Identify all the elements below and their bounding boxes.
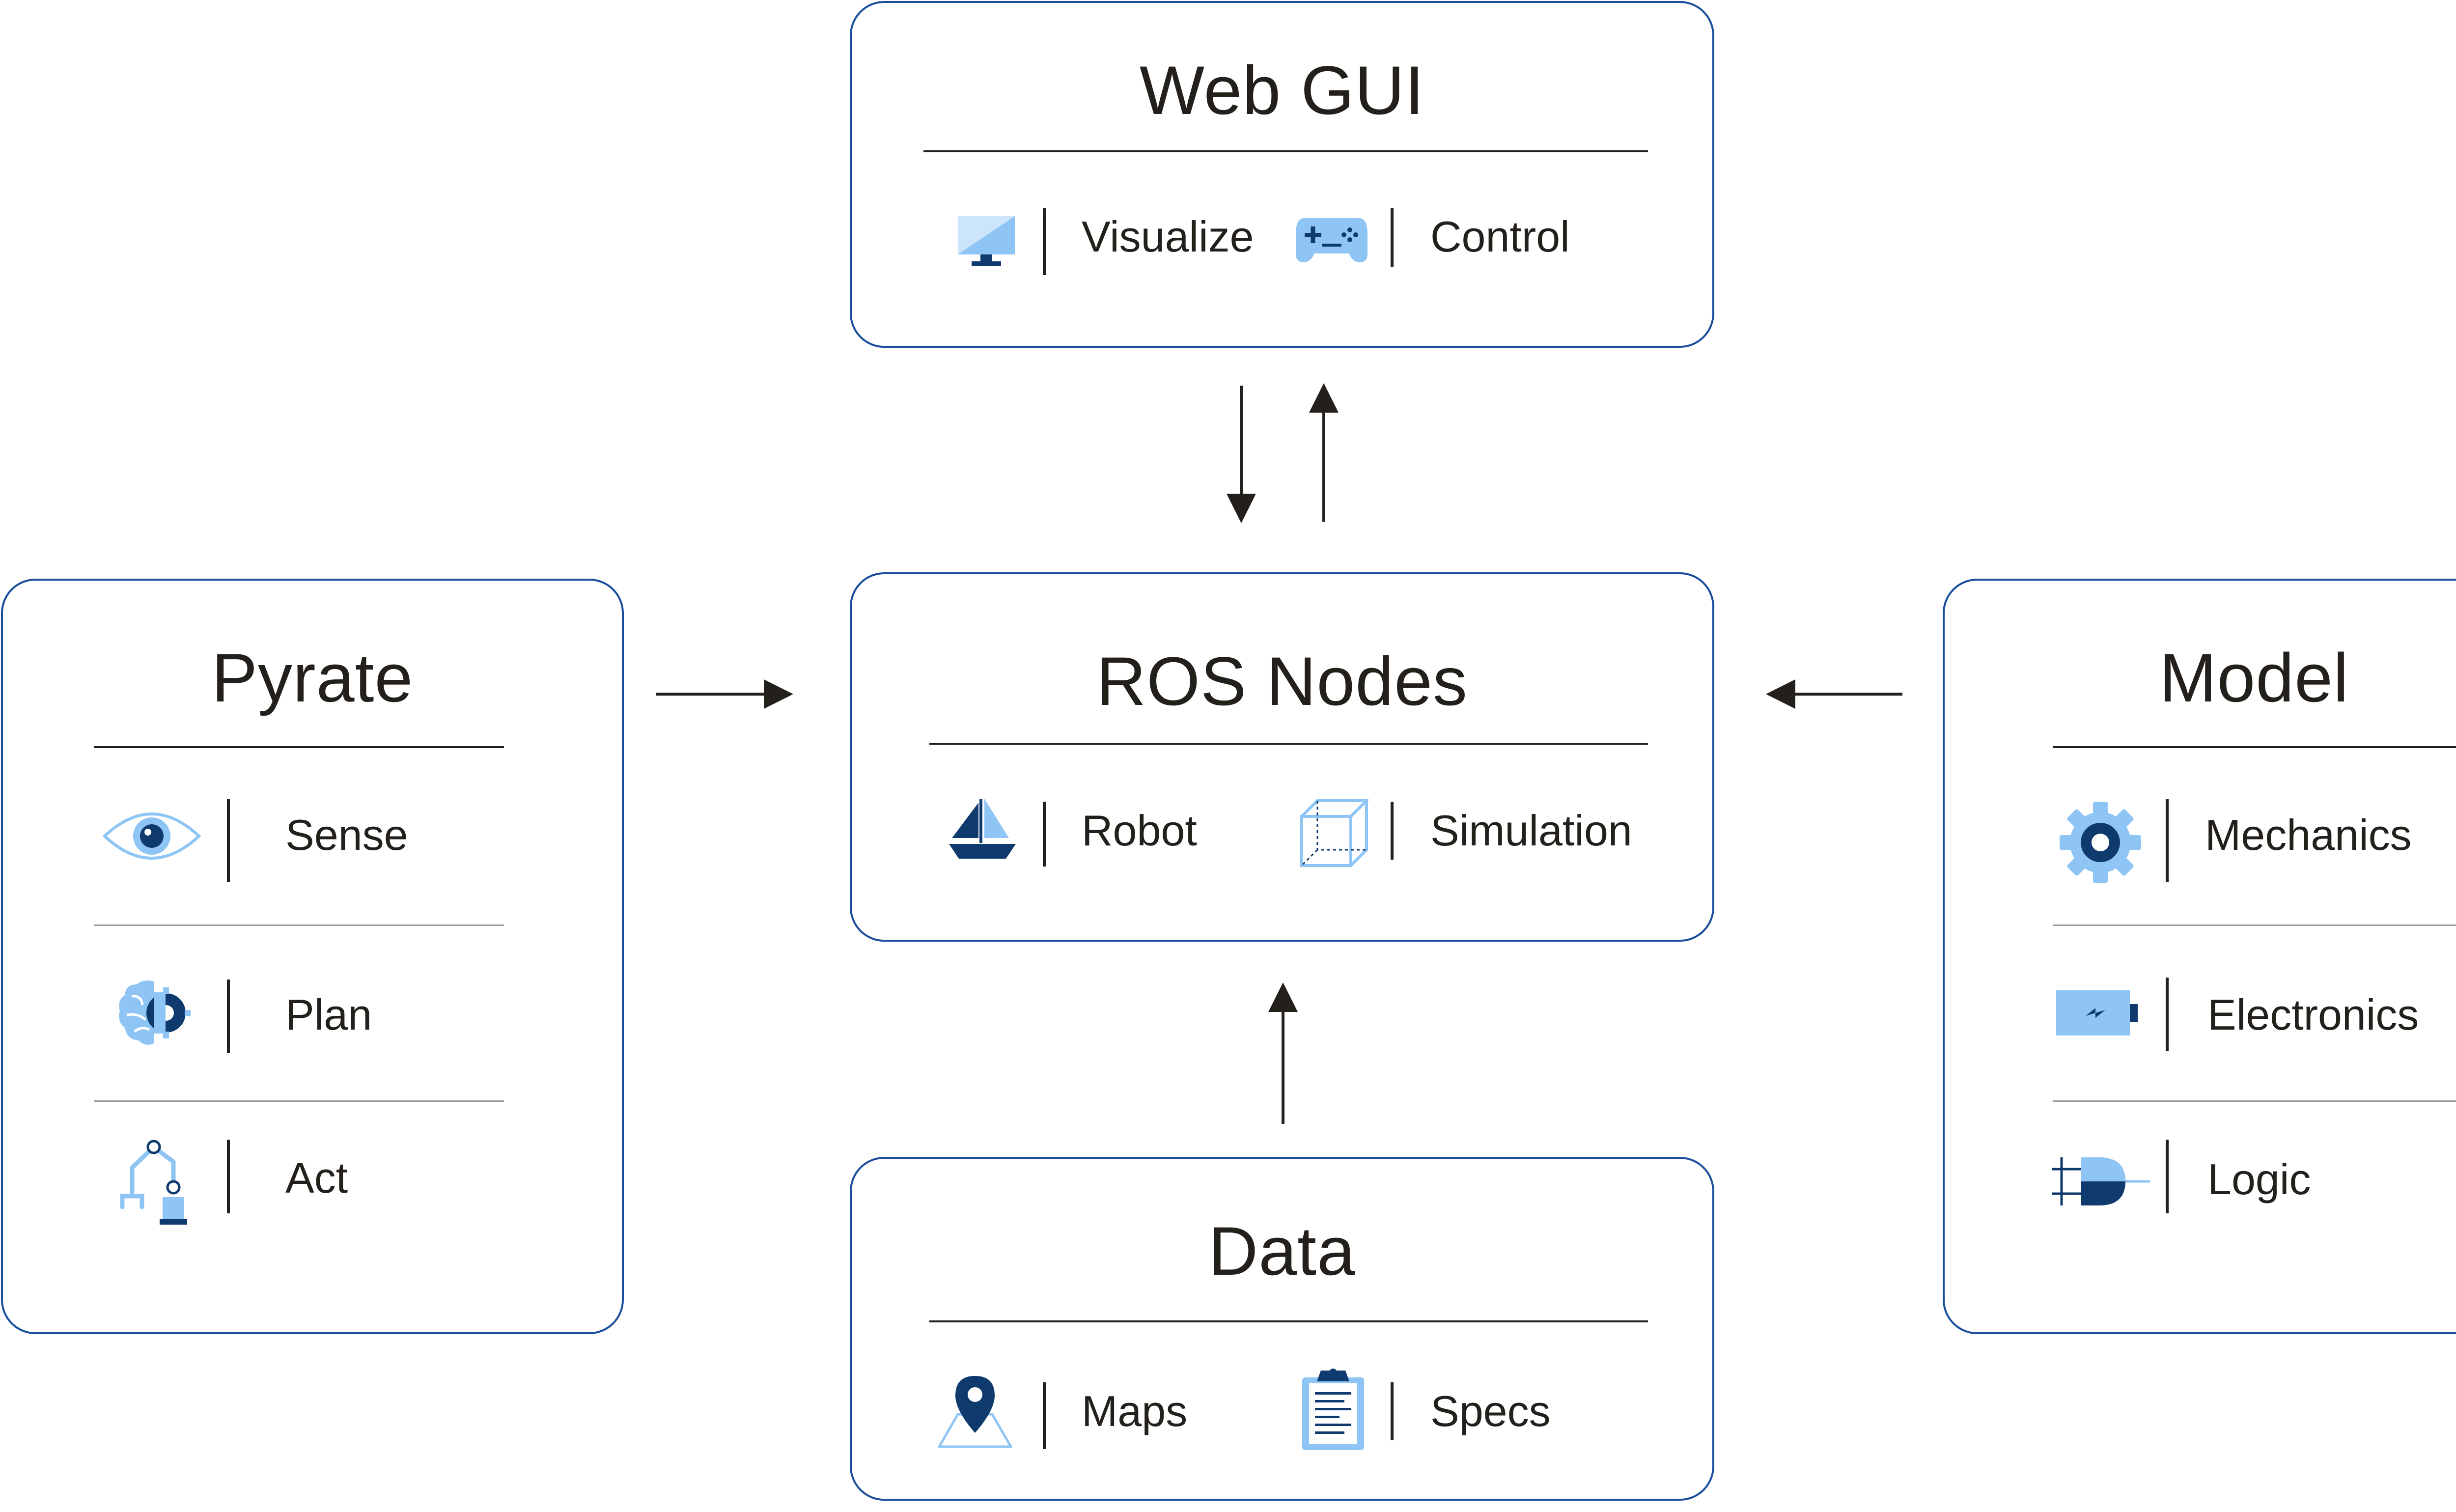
arrowhead-left bbox=[1766, 679, 1795, 709]
divider bbox=[2053, 1100, 2456, 1102]
divider bbox=[929, 743, 1648, 745]
divider bbox=[94, 924, 504, 926]
sailboat-icon bbox=[949, 799, 1016, 859]
logic-label: Logic bbox=[2207, 1155, 2311, 1204]
eye-icon bbox=[103, 812, 201, 860]
gear-icon bbox=[2060, 802, 2141, 883]
act-label: Act bbox=[285, 1153, 348, 1202]
and-gate-icon bbox=[2052, 1157, 2150, 1205]
maps-label: Maps bbox=[1082, 1387, 1188, 1435]
arrowhead-down bbox=[1227, 494, 1256, 523]
brain-gear-icon bbox=[119, 980, 191, 1045]
sense-label: Sense bbox=[285, 811, 408, 859]
separator bbox=[1391, 1382, 1394, 1440]
ros-nodes-title: ROS Nodes bbox=[1096, 643, 1468, 720]
model-title: Model bbox=[2159, 639, 2349, 716]
separator bbox=[1043, 1382, 1046, 1449]
divider bbox=[94, 746, 504, 748]
map-pin-icon bbox=[938, 1376, 1012, 1448]
robot-label: Robot bbox=[1082, 806, 1197, 855]
arrowhead-up-data bbox=[1268, 982, 1298, 1012]
separator bbox=[1391, 208, 1394, 267]
plan-label: Plan bbox=[285, 990, 372, 1039]
specs-label: Specs bbox=[1430, 1387, 1551, 1435]
ros-nodes-box: ROS Nodes Robot Simulation bbox=[850, 572, 1714, 942]
web-gui-title: Web GUI bbox=[1139, 52, 1425, 129]
separator bbox=[1391, 802, 1394, 860]
mechanics-label: Mechanics bbox=[2205, 811, 2412, 859]
monitor-icon bbox=[958, 216, 1015, 266]
battery-icon bbox=[2056, 990, 2138, 1036]
data-box: Data Maps Specs bbox=[850, 1157, 1714, 1501]
separator bbox=[2166, 1140, 2169, 1213]
divider bbox=[923, 150, 1648, 152]
arrowhead-up bbox=[1309, 383, 1339, 413]
separator bbox=[227, 1140, 230, 1213]
clipboard-icon bbox=[1302, 1369, 1364, 1450]
web-gui-box: Web GUI Visualize Control bbox=[850, 1, 1714, 348]
separator bbox=[227, 980, 230, 1053]
robot-arm-icon bbox=[120, 1140, 187, 1225]
separator bbox=[227, 799, 230, 882]
pyrate-title: Pyrate bbox=[211, 639, 414, 716]
arrowhead-right bbox=[764, 679, 793, 709]
electronics-label: Electronics bbox=[2207, 990, 2419, 1039]
gamepad-icon bbox=[1296, 218, 1368, 262]
cube-icon bbox=[1300, 799, 1368, 867]
separator bbox=[2166, 799, 2169, 882]
separator bbox=[1043, 208, 1046, 275]
visualize-label: Visualize bbox=[1082, 212, 1254, 261]
pyrate-box: Pyrate Sense Plan bbox=[1, 579, 624, 1334]
divider bbox=[94, 1100, 504, 1102]
data-title: Data bbox=[1208, 1212, 1356, 1289]
separator bbox=[2166, 978, 2169, 1051]
divider bbox=[2053, 924, 2456, 926]
model-box: Model Mechanics Electronics bbox=[1943, 579, 2456, 1334]
control-label: Control bbox=[1430, 212, 1570, 261]
divider bbox=[929, 1320, 1648, 1322]
separator bbox=[1043, 802, 1046, 867]
simulation-label: Simulation bbox=[1430, 806, 1632, 855]
divider bbox=[2053, 746, 2456, 748]
